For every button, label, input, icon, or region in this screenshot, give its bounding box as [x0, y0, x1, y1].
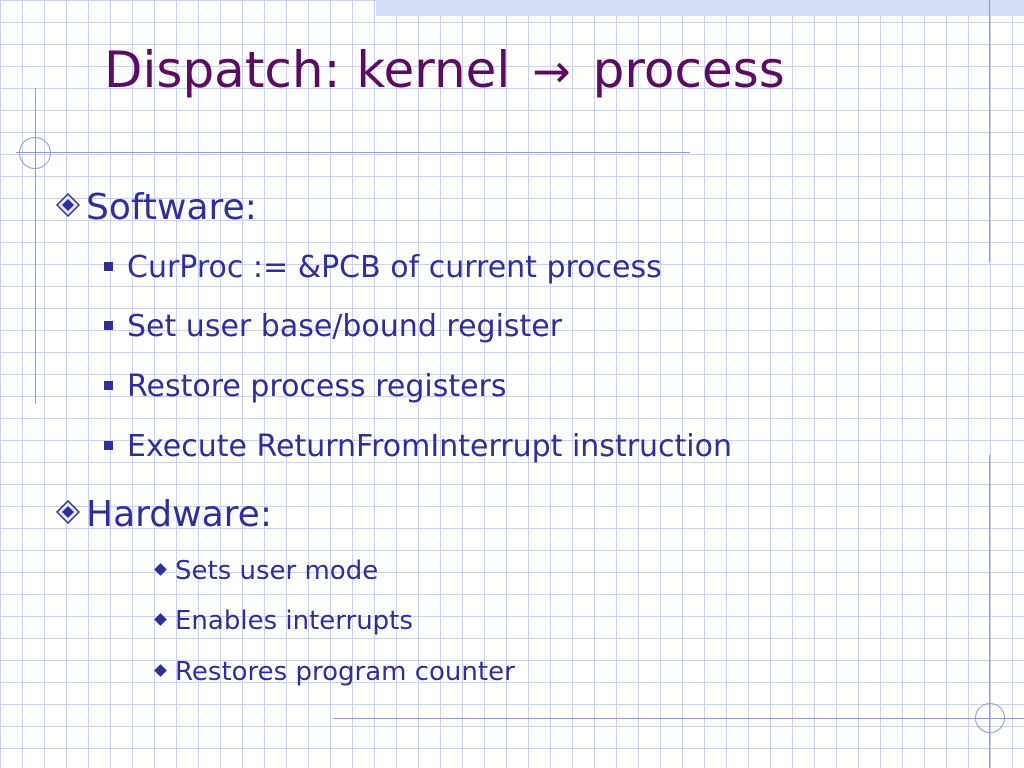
- list-item-text: Restores program counter: [175, 657, 515, 687]
- small-diamond-bullet-icon: [154, 563, 167, 576]
- square-bullet-icon: [104, 321, 113, 330]
- small-diamond-bullet-icon: [154, 664, 167, 677]
- right-vertical-rule-top: [989, 0, 990, 262]
- right-decoration-circle: [975, 703, 1005, 733]
- list-item: Enables interrupts: [154, 606, 413, 637]
- square-bullet-icon: [104, 262, 113, 271]
- title-text-start: Dispatch: kernel: [104, 41, 511, 99]
- list-item: Sets user mode: [154, 556, 379, 587]
- list-item: Execute ReturnFromInterrupt instruction: [104, 429, 732, 465]
- list-item: Restore process registers: [104, 369, 507, 405]
- list-item-text: Set user base/bound register: [127, 309, 563, 344]
- list-item: CurProc := &PCB of current process: [104, 250, 662, 286]
- list-item-text: Sets user mode: [175, 556, 379, 586]
- section-heading-text: Software:: [86, 187, 257, 228]
- left-vertical-rule: [35, 88, 36, 404]
- right-arrow-icon: →: [532, 44, 571, 98]
- list-item-text: Execute ReturnFromInterrupt instruction: [127, 429, 733, 464]
- top-decoration-band: [376, 0, 1024, 16]
- diamond-bullet-icon: [56, 193, 80, 217]
- section-heading-text: Hardware:: [86, 494, 272, 535]
- section-heading-software: Software:: [56, 186, 257, 229]
- diamond-bullet-icon: [56, 500, 80, 524]
- list-item: Restores program counter: [154, 657, 515, 688]
- title-text-end: process: [592, 41, 785, 99]
- title-underline-rule: [16, 152, 690, 153]
- list-item-text: CurProc := &PCB of current process: [127, 250, 662, 285]
- left-decoration-circle: [19, 137, 51, 169]
- list-item: Set user base/bound register: [104, 309, 562, 345]
- list-item-text: Restore process registers: [127, 369, 507, 404]
- square-bullet-icon: [104, 381, 113, 390]
- square-bullet-icon: [104, 441, 113, 450]
- list-item-text: Enables interrupts: [175, 606, 413, 636]
- slide-title: Dispatch: kernel → process: [104, 40, 785, 100]
- right-vertical-rule-bottom: [989, 455, 990, 768]
- bottom-horizontal-rule: [333, 718, 1024, 719]
- section-heading-hardware: Hardware:: [56, 493, 272, 536]
- small-diamond-bullet-icon: [154, 613, 167, 626]
